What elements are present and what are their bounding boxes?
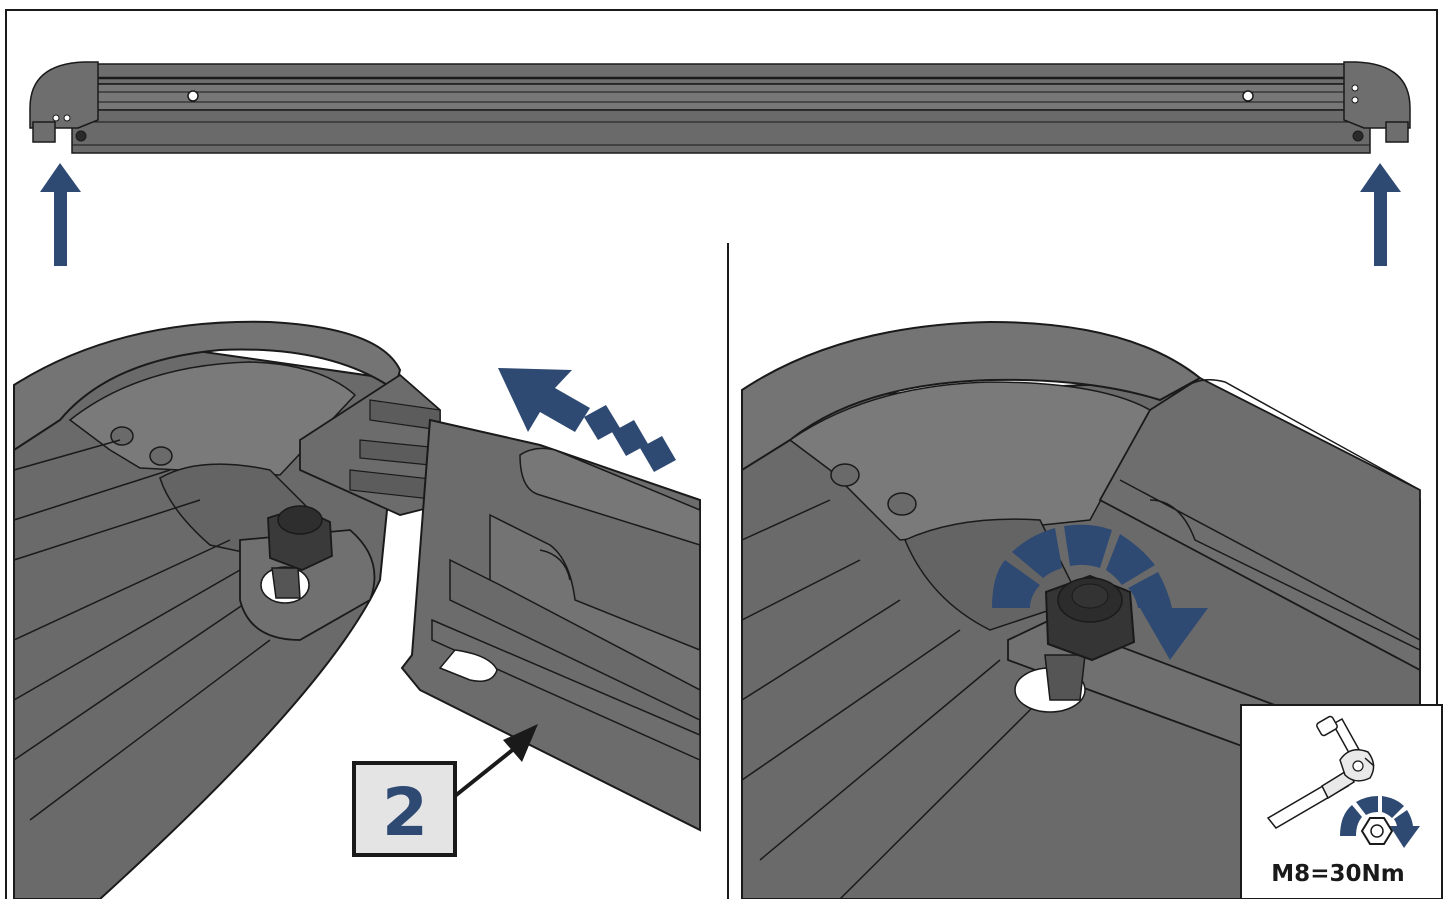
rotate-clockwise-arrow-icon <box>1340 796 1420 848</box>
part-number-label: 2 <box>382 774 428 851</box>
slide-direction-arrow-icon <box>498 368 676 472</box>
diagram-frame <box>5 9 1438 899</box>
rail-overview <box>29 61 1411 154</box>
up-arrow-icon <box>1360 163 1401 266</box>
part-callout: 2 <box>352 724 538 857</box>
up-arrow-icon <box>40 163 81 266</box>
torque-spec-box: M8=30Nm <box>1240 704 1443 899</box>
rail-segment-part-2 <box>400 418 701 832</box>
torque-spec-label: M8=30Nm <box>1271 861 1404 887</box>
right-corner-cap <box>1343 61 1411 129</box>
callout-pointer-icon <box>453 746 517 798</box>
socket-wrench-icon <box>1266 715 1375 829</box>
rotate-clockwise-arrow-icon <box>992 524 1208 660</box>
connector-block <box>299 373 441 516</box>
left-corner-cap <box>29 61 99 129</box>
hex-nut-icon <box>1360 817 1394 845</box>
left-detail-panel <box>13 320 701 899</box>
